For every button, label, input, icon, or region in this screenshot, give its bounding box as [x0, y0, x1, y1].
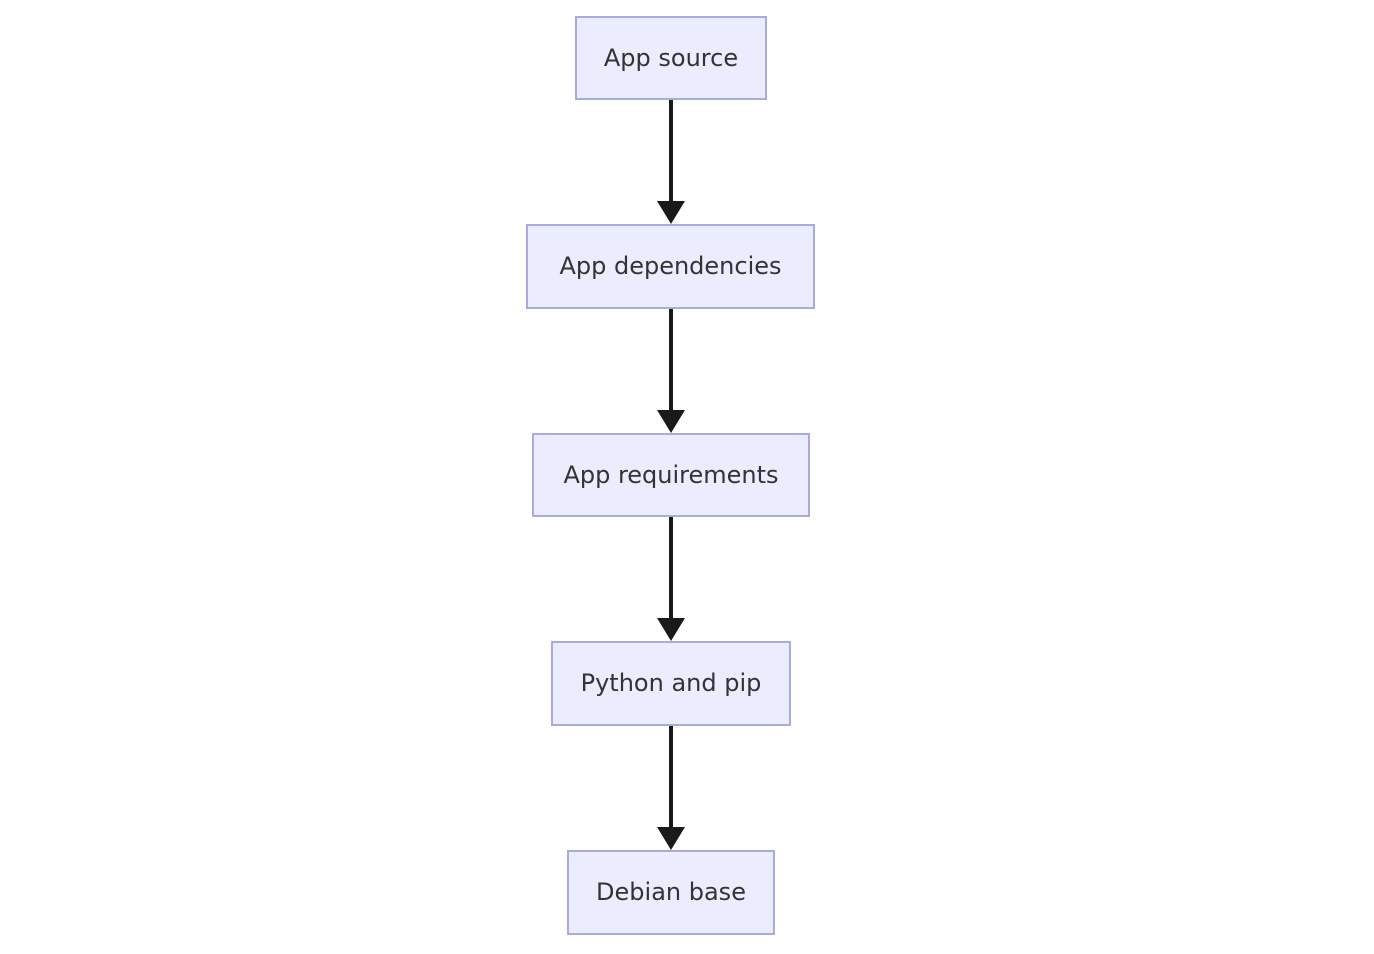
node-label: Debian base: [596, 878, 746, 907]
node-label: Python and pip: [580, 669, 762, 698]
node-label: App requirements: [563, 460, 779, 489]
node-label: App source: [603, 43, 739, 72]
node-app-dependencies: App dependencies: [526, 224, 815, 309]
arrow-shaft: [669, 726, 673, 830]
arrow-shaft: [669, 517, 673, 621]
arrow-head-icon: [657, 201, 685, 224]
node-python-and-pip: Python and pip: [551, 641, 791, 726]
arrow-shaft: [669, 100, 673, 204]
arrow-head-icon: [657, 618, 685, 641]
arrow-head-icon: [657, 410, 685, 433]
node-app-requirements: App requirements: [532, 433, 810, 517]
arrow-head-icon: [657, 827, 685, 850]
arrow-shaft: [669, 309, 673, 413]
node-app-source: App source: [575, 16, 767, 100]
node-label: App dependencies: [559, 252, 782, 281]
node-debian-base: Debian base: [567, 850, 775, 935]
